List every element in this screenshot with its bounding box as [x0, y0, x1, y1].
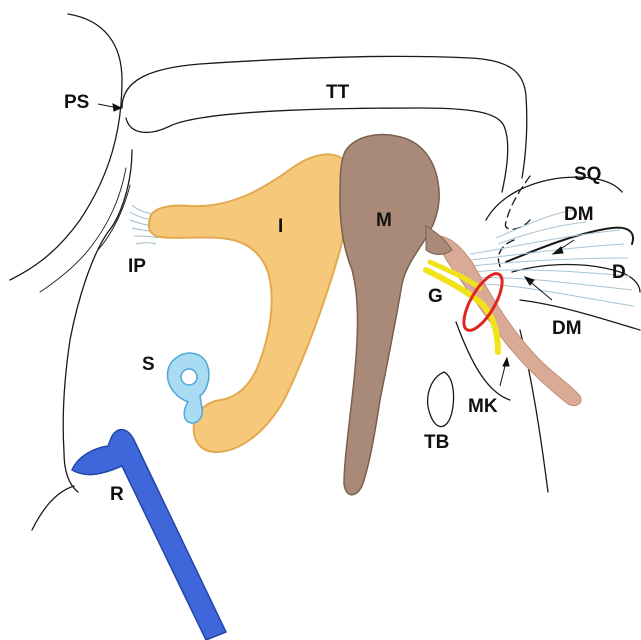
dashed-canal-1: [505, 176, 530, 229]
label-dm-upper: DM: [564, 204, 594, 225]
label-g: G: [428, 286, 443, 307]
label-i: I: [278, 216, 283, 237]
label-s: S: [142, 354, 155, 375]
label-dm-lower: DM: [552, 318, 582, 339]
stapes-foramen: [181, 369, 197, 385]
outline-bottom-left: [32, 486, 74, 530]
label-tb: TB: [424, 432, 449, 453]
label-r: R: [110, 484, 124, 505]
outline-canal-crack: [40, 168, 126, 292]
tb-outline: [428, 372, 454, 427]
stapes: [167, 353, 208, 423]
label-ip: IP: [128, 256, 146, 277]
label-tt: TT: [326, 82, 350, 103]
dm-ligament-fibers: [470, 210, 634, 306]
label-m: M: [376, 210, 392, 231]
label-sq: SQ: [574, 164, 601, 185]
label-mk: MK: [468, 396, 498, 417]
sq-outline: [486, 177, 622, 220]
rod-r: [72, 430, 226, 640]
incus: [149, 154, 349, 452]
label-d: D: [612, 262, 626, 283]
label-ps: PS: [64, 92, 89, 113]
